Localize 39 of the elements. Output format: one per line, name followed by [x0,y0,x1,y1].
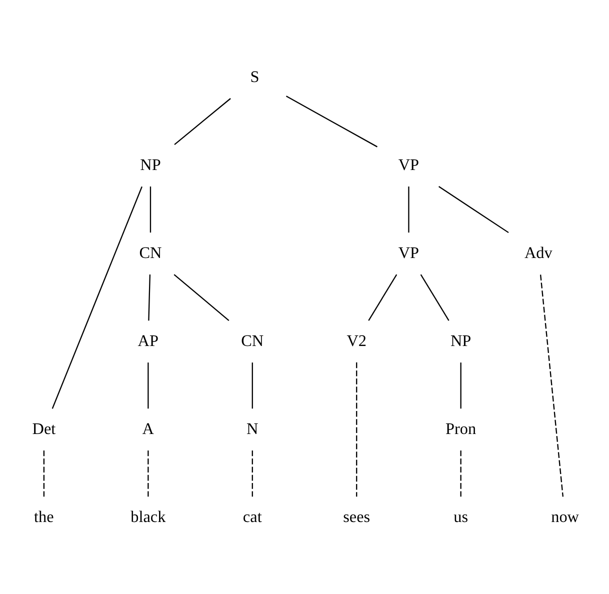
connector [43,450,45,496]
connector [408,186,410,232]
node-text: sees [343,507,370,526]
node-text: V2 [346,331,367,350]
node-text: black [130,507,166,526]
node-text: the [34,507,54,526]
node-text: CN [241,331,264,350]
node-text: S [250,67,260,86]
connector [460,450,462,496]
node-text: Adv [524,243,552,262]
connector [150,186,152,232]
connector [174,98,231,144]
node-text: now [551,507,580,526]
connector [148,274,151,320]
node-text: cat [242,507,262,526]
connector [420,274,450,320]
connector [52,186,142,408]
node-text: us [454,507,468,526]
connector [286,95,378,147]
node-text: VP [398,243,420,262]
node-text: Pron [446,419,476,438]
node-text: CN [139,243,162,262]
connector [252,362,253,408]
connector [148,450,149,496]
node-text: N [246,419,258,438]
node-text: NP [140,155,161,174]
node-text: AP [138,331,159,350]
connector [174,274,230,321]
connector [252,450,253,496]
node-text: NP [450,331,472,350]
connector [540,274,564,496]
node-text: Det [32,419,56,438]
connector [368,274,398,320]
connector [356,362,358,496]
node-text: VP [398,155,420,174]
node-text: A [142,419,154,438]
connector [148,362,149,408]
connector [460,362,462,408]
connector [438,186,509,233]
